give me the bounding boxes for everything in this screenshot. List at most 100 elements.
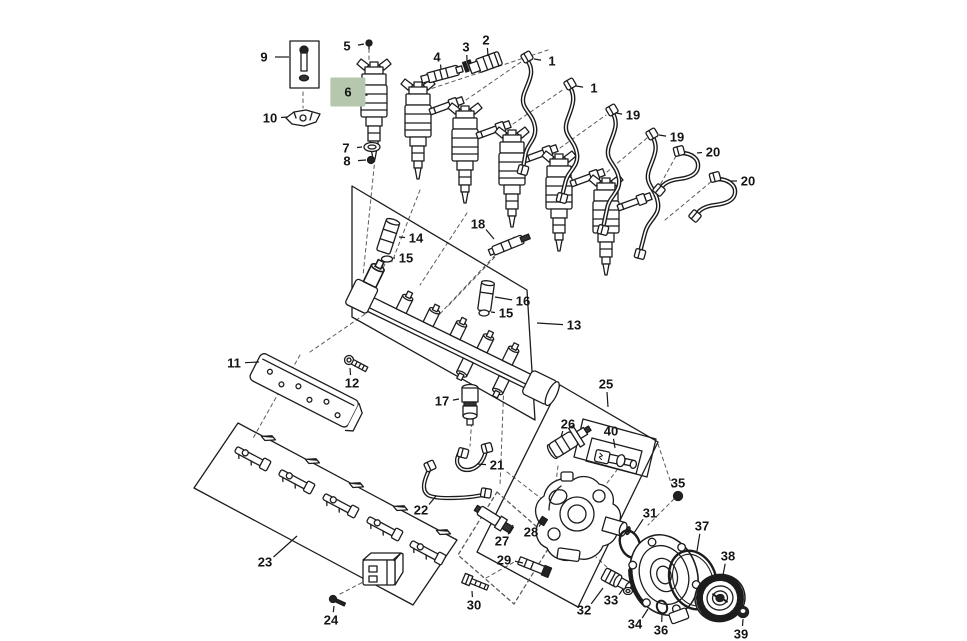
leader-line-27-31 <box>507 524 514 535</box>
part-callout-6[interactable]: 6 <box>330 77 366 107</box>
part-callout-22[interactable]: 22 <box>413 502 429 518</box>
pump-solenoid-drawing <box>546 425 592 460</box>
leader-line-17-23 <box>452 398 460 401</box>
part-callout-29[interactable]: 29 <box>496 552 512 568</box>
injection-pump-drawing <box>534 471 631 563</box>
injector-washer-drawing <box>363 141 381 165</box>
temp-sensor-drawing <box>473 504 515 534</box>
part-callout-30[interactable]: 30 <box>466 597 482 613</box>
leader-line-19-12 <box>658 134 667 137</box>
leader-line-31-35 <box>633 518 644 534</box>
leader-line-8-5 <box>357 159 367 162</box>
part-callout-15[interactable]: 15 <box>498 305 514 321</box>
leader-line-22-25 <box>428 495 437 505</box>
leader-line-20-13 <box>696 151 703 154</box>
leader-line-24-27 <box>332 605 335 613</box>
clamp-kit-group-box <box>193 422 458 606</box>
inlet-connector-drawing <box>420 64 464 84</box>
part-callout-2[interactable]: 2 <box>482 32 490 48</box>
part-callout-33[interactable]: 33 <box>603 592 619 608</box>
fuel-pipe-22-drawing <box>421 459 493 501</box>
leader-line-32-37 <box>590 587 604 605</box>
injector-seal-drawing <box>366 155 376 165</box>
part-callout-38[interactable]: 38 <box>720 548 736 564</box>
part-callout-14[interactable]: 14 <box>408 230 424 246</box>
leader-line-10-1 <box>280 116 288 119</box>
injector-clamp-drawing <box>285 109 321 127</box>
part-callout-5[interactable]: 5 <box>343 38 351 54</box>
gear-nut-39-drawing <box>736 605 750 619</box>
leader-line-37-41 <box>696 533 701 552</box>
injection-pump-group-box <box>476 384 659 608</box>
leader-line-34-39 <box>641 608 649 619</box>
part-callout-26[interactable]: 26 <box>560 416 576 432</box>
part-callout-23[interactable]: 23 <box>257 554 273 570</box>
fuel-line-1a-drawing <box>516 49 538 177</box>
flange-bolt-30-drawing <box>461 572 490 591</box>
part-callout-1[interactable]: 1 <box>548 53 556 69</box>
scv-valve-drawing <box>593 449 638 469</box>
part-callout-28[interactable]: 28 <box>523 524 539 540</box>
part-callout-12[interactable]: 12 <box>344 375 360 391</box>
sensor-group-dashed-box <box>457 491 554 605</box>
leader-line-38-42 <box>722 563 726 576</box>
part-callout-20[interactable]: 20 <box>705 144 721 160</box>
part-callout-27[interactable]: 27 <box>494 533 510 549</box>
part-callout-37[interactable]: 37 <box>694 518 710 534</box>
drive-gear-38-drawing <box>694 573 746 623</box>
o-ring-36-drawing <box>655 599 669 615</box>
pump-cover-34-drawing <box>628 534 701 625</box>
leader-line-29-33 <box>514 560 524 564</box>
part-callout-40[interactable]: 40 <box>603 423 619 439</box>
fuel-rail-group-box <box>351 185 536 421</box>
leader-line-28-32 <box>538 522 542 527</box>
part-callout-15[interactable]: 15 <box>398 250 414 266</box>
bolt-kit-box <box>289 40 320 89</box>
part-callout-10[interactable]: 10 <box>262 110 278 126</box>
part-callout-39[interactable]: 39 <box>733 626 749 641</box>
leader-line-21-24 <box>476 463 487 466</box>
kit-screw-drawing <box>328 594 347 607</box>
fuel-line-20a-drawing <box>651 144 701 198</box>
connector-block-drawing <box>362 552 404 586</box>
leader-line-11-21 <box>244 361 260 364</box>
leader-line-18-15 <box>485 229 495 240</box>
part-callout-35[interactable]: 35 <box>670 475 686 491</box>
leader-line-5-2 <box>357 43 365 46</box>
rail-fitting-14-drawing <box>376 217 401 255</box>
part-callout-32[interactable]: 32 <box>576 602 592 618</box>
part-callout-25[interactable]: 25 <box>598 376 614 392</box>
washer-15a-drawing <box>380 255 394 263</box>
washer-15b-drawing <box>478 309 490 317</box>
part-callout-11[interactable]: 11 <box>227 355 241 371</box>
part-callout-21[interactable]: 21 <box>489 457 505 473</box>
fuel-rail-drawing <box>345 257 560 407</box>
part-callout-13[interactable]: 13 <box>566 317 582 333</box>
leader-line-12-22 <box>349 367 352 376</box>
part-callout-34[interactable]: 34 <box>627 616 643 632</box>
part-callout-19[interactable]: 19 <box>625 107 641 123</box>
leader-line-14-16 <box>398 236 406 239</box>
part-callout-1[interactable]: 1 <box>590 80 598 96</box>
part-callout-7[interactable]: 7 <box>342 140 350 156</box>
part-callout-36[interactable]: 36 <box>653 622 669 638</box>
part-callout-4[interactable]: 4 <box>433 49 441 65</box>
leader-line-16-18 <box>494 296 513 301</box>
fuel-line-20b-drawing <box>687 170 738 224</box>
part-callout-24[interactable]: 24 <box>323 612 339 628</box>
part-callout-3[interactable]: 3 <box>462 39 470 55</box>
part-callout-17[interactable]: 17 <box>434 393 450 409</box>
stud-29-drawing <box>517 556 553 579</box>
part-callout-31[interactable]: 31 <box>642 505 658 521</box>
leader-line-4-6 <box>439 64 442 70</box>
part-callout-18[interactable]: 18 <box>470 216 486 232</box>
part-callout-16[interactable]: 16 <box>515 293 531 309</box>
leader-line-23-26 <box>273 535 298 558</box>
callout-leader-lines <box>244 43 744 627</box>
part-callout-20[interactable]: 20 <box>740 173 756 189</box>
fuel-line-19a-drawing <box>596 102 622 237</box>
part-callout-9[interactable]: 9 <box>260 49 268 65</box>
part-callout-8[interactable]: 8 <box>343 153 351 169</box>
part-callout-19[interactable]: 19 <box>669 129 685 145</box>
